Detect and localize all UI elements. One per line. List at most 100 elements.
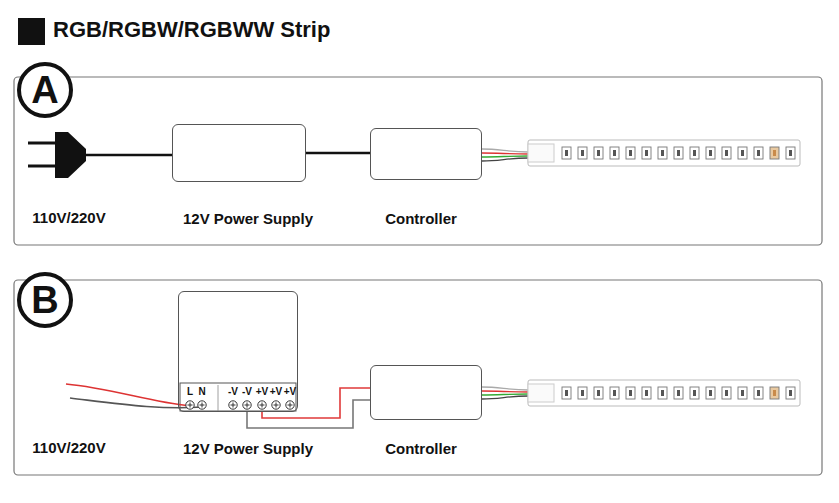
node-label: 12V Power Supply bbox=[183, 210, 313, 227]
led-die bbox=[645, 390, 648, 396]
led-die bbox=[613, 150, 616, 156]
led-die bbox=[693, 150, 696, 156]
led-chip bbox=[578, 387, 587, 399]
led-chip bbox=[626, 147, 635, 159]
voltage-label: 110V/220V bbox=[32, 209, 105, 226]
plug-prong bbox=[28, 142, 56, 145]
led-die bbox=[597, 390, 600, 396]
led-chip bbox=[738, 147, 747, 159]
led-strip bbox=[528, 140, 800, 166]
led-die bbox=[757, 150, 760, 156]
led-chip bbox=[594, 387, 603, 399]
led-chip bbox=[642, 147, 651, 159]
pin-label: +V bbox=[270, 386, 283, 397]
terminal-screw bbox=[186, 401, 194, 409]
terminal-screw bbox=[229, 401, 237, 409]
led-strips bbox=[528, 140, 800, 406]
screw-slot bbox=[200, 403, 205, 408]
led-die bbox=[789, 150, 792, 156]
led-die bbox=[645, 150, 648, 156]
panel-letter-text: B bbox=[31, 281, 58, 319]
led-chip bbox=[754, 147, 763, 159]
mains-cord bbox=[86, 154, 172, 157]
led-chip bbox=[786, 147, 795, 159]
panel-frame bbox=[14, 280, 822, 475]
mains-wire bbox=[66, 384, 190, 406]
strip-end-cap bbox=[528, 144, 554, 162]
led-die bbox=[629, 390, 632, 396]
led-die bbox=[725, 390, 728, 396]
screw-slot bbox=[260, 403, 265, 408]
led-chip bbox=[626, 387, 635, 399]
wire bbox=[482, 153, 528, 154]
led-chip bbox=[770, 147, 779, 159]
controller-box: Controller bbox=[370, 365, 482, 420]
terminal-screw bbox=[286, 401, 294, 409]
title-square bbox=[18, 18, 45, 45]
plug-prong bbox=[28, 165, 56, 168]
panel-frame bbox=[14, 77, 822, 245]
led-chip bbox=[690, 387, 699, 399]
led-die bbox=[597, 150, 600, 156]
led-die bbox=[677, 150, 680, 156]
led-chip bbox=[738, 387, 747, 399]
led-chip bbox=[754, 387, 763, 399]
led-die bbox=[757, 390, 760, 396]
led-chip bbox=[706, 147, 715, 159]
wire bbox=[482, 158, 528, 161]
led-die bbox=[613, 390, 616, 396]
node-label: 12V Power Supply bbox=[183, 440, 313, 457]
led-chip bbox=[658, 387, 667, 399]
pin-label: -V bbox=[228, 386, 238, 397]
led-chip bbox=[562, 387, 571, 399]
screw-slot bbox=[274, 403, 279, 408]
wire bbox=[482, 156, 528, 157]
led-die bbox=[581, 390, 584, 396]
led-die bbox=[661, 390, 664, 396]
led-die bbox=[565, 150, 568, 156]
node-label: Controller bbox=[385, 210, 457, 227]
led-chip bbox=[706, 387, 715, 399]
led-chip bbox=[674, 387, 683, 399]
dc-wire bbox=[247, 400, 370, 428]
led-die bbox=[709, 390, 712, 396]
led-chip bbox=[722, 387, 731, 399]
controller-box: Controller bbox=[370, 128, 482, 180]
terminal-divider bbox=[218, 385, 219, 411]
led-die bbox=[725, 150, 728, 156]
led-die bbox=[741, 390, 744, 396]
terminal-strip bbox=[180, 383, 296, 411]
wire bbox=[482, 149, 528, 152]
node-label: Controller bbox=[385, 440, 457, 457]
pin-label: +V bbox=[256, 386, 269, 397]
strip-body bbox=[528, 140, 800, 166]
led-die bbox=[709, 150, 712, 156]
pin-label: N bbox=[198, 386, 205, 397]
mains-wire bbox=[70, 398, 202, 408]
led-die bbox=[565, 390, 568, 396]
led-die bbox=[773, 390, 776, 396]
pin-label: +V bbox=[284, 386, 297, 397]
title: RGB/RGBW/RGBWW Strip bbox=[53, 17, 330, 43]
terminal-block bbox=[180, 383, 296, 411]
led-chip bbox=[722, 147, 731, 159]
screw-slot bbox=[245, 403, 250, 408]
led-die bbox=[629, 150, 632, 156]
led-chip bbox=[770, 387, 779, 399]
screw-slot bbox=[231, 403, 236, 408]
wire bbox=[482, 391, 528, 392]
terminal-screw bbox=[198, 401, 206, 409]
plug-body bbox=[55, 132, 86, 178]
power-supply-box: 12V Power Supply bbox=[172, 124, 306, 182]
terminal-screw bbox=[272, 401, 280, 409]
terminal-screws bbox=[186, 401, 294, 409]
wire bbox=[482, 394, 528, 395]
led-chip bbox=[658, 147, 667, 159]
wire bbox=[482, 387, 528, 390]
led-die bbox=[677, 390, 680, 396]
strip-wires bbox=[482, 387, 528, 399]
led-chip bbox=[578, 147, 587, 159]
led-die bbox=[661, 150, 664, 156]
strip-end-cap bbox=[528, 384, 554, 402]
